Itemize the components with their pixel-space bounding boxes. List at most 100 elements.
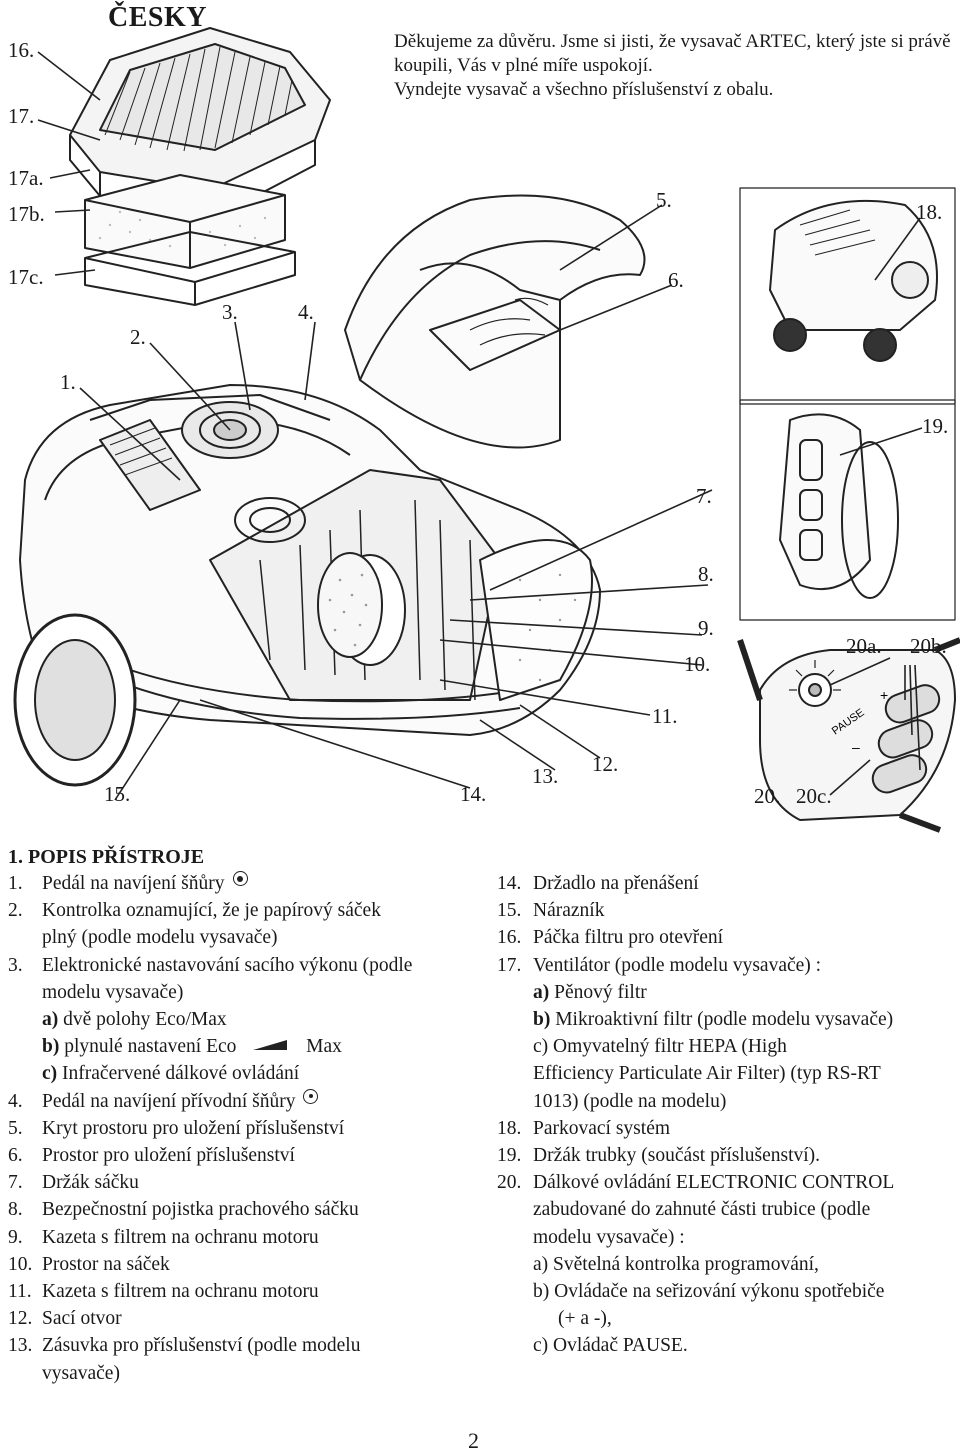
list-item-continuation: modelu vysavače): [42, 981, 184, 1003]
item-number: 12.: [8, 1308, 33, 1330]
list-item: 15. Nárazník: [497, 897, 957, 924]
ramp-icon: [253, 1040, 288, 1051]
subitem-text: plynulé nastavení Eco: [64, 1036, 237, 1058]
item-text: Sací otvor: [42, 1308, 122, 1330]
callout-20b: 20b.: [910, 634, 947, 658]
list-item: 14. Držadlo na přenášení: [497, 870, 957, 897]
item-text: Páčka filtru pro otevření: [533, 927, 724, 949]
item-number: 20.: [497, 1172, 522, 1194]
item-text: Bezpečnostní pojistka prachového sáčku: [42, 1199, 359, 1221]
item-text: Elektronické nastavování sacího výkonu (…: [42, 954, 413, 976]
list-item: 11. Kazeta s filtrem na ochranu motoru: [8, 1278, 478, 1305]
callout-7: 7.: [696, 484, 712, 508]
list-subitem: c) Omyvatelný filtr HEPA (High: [497, 1033, 957, 1060]
list-item: 18. Parkovací systém: [497, 1115, 957, 1142]
callout-5: 5.: [656, 188, 672, 212]
list-item-continuation: vysavače): [42, 1362, 120, 1384]
remote-plus-label: +: [880, 687, 888, 703]
list-item: 6. Prostor pro uložení příslušenství: [8, 1142, 478, 1169]
item-number: 16.: [497, 927, 522, 949]
callout-17c: 17c.: [8, 265, 44, 289]
intro-text: Děkujeme za důvěru. Jsme si jisti, že vy…: [394, 30, 951, 102]
item-number: 13.: [8, 1335, 33, 1357]
tube-holder-inset-box: [739, 399, 956, 621]
list-item: 12. Sací otvor: [8, 1305, 478, 1332]
callout-1: 1.: [60, 370, 76, 394]
callout-10: 10.: [684, 652, 711, 676]
item-number: 8.: [8, 1199, 23, 1221]
item-number: 14.: [497, 873, 522, 894]
callout-8: 8.: [698, 562, 714, 586]
list-item: 8. Bezpečnostní pojistka prachového sáčk…: [8, 1196, 478, 1223]
callout-11: 11.: [652, 704, 678, 728]
callout-9: 9.: [698, 616, 714, 640]
list-subitem: c) Infračervené dálkové ovládání: [8, 1060, 478, 1087]
item-number: 2.: [8, 900, 23, 922]
item-text: Kazeta s filtrem na ochranu motoru: [42, 1226, 319, 1248]
list-item: 9. Kazeta s filtrem na ochranu motoru: [8, 1224, 478, 1251]
callout-2: 2.: [130, 325, 146, 349]
list-item-continuation: zabudované do zahnuté části trubice (pod…: [533, 1199, 871, 1221]
list-subitem: a) Světelná kontrolka programování,: [497, 1251, 957, 1278]
callout-3: 3.: [222, 300, 238, 324]
item-number: 17.: [497, 954, 522, 976]
subitem-text: Pěnový filtr: [554, 981, 647, 1003]
list-item: 4. Pedál na navíjení přívodní šňůry: [8, 1088, 478, 1115]
list-item: 17. Ventilátor (podle modelu vysavače) :: [497, 952, 957, 979]
subitem-text: dvě polohy Eco/Max: [63, 1009, 227, 1031]
subitem-letter: a): [533, 981, 550, 1003]
parts-list-left: 1. Pedál na navíjení šňůry 2. Kontrolka …: [8, 870, 478, 1387]
list-item: 13. Zásuvka pro příslušenství (podle mod…: [8, 1332, 478, 1359]
list-item-continuation: (+ a -),: [558, 1308, 612, 1330]
list-item: 2. Kontrolka oznamující, že je papírový …: [8, 897, 478, 924]
callout-14: 14.: [460, 782, 487, 806]
item-number: 5.: [8, 1117, 23, 1139]
parking-inset-box: [739, 187, 956, 405]
list-item: 10. Prostor na sáček: [8, 1251, 478, 1278]
item-number: 9.: [8, 1226, 23, 1248]
intro-line: koupili, Vás v plné míře uspokojí.: [394, 55, 653, 76]
item-text: Prostor na sáček: [42, 1253, 170, 1275]
callout-12: 12.: [592, 752, 619, 776]
parts-list-right: 14. Držadlo na přenášení 15. Nárazník 16…: [497, 870, 957, 1360]
list-item-continuation: plný (podle modelu vysavače): [42, 927, 278, 949]
intro-line: Děkujeme za důvěru. Jsme si jisti, že vy…: [394, 31, 951, 52]
item-text: Pedál na navíjení přívodní šňůry: [42, 1090, 296, 1112]
language-heading: ČESKY: [108, 2, 207, 33]
item-number: 18.: [497, 1117, 522, 1139]
subitem-letter: c): [533, 1335, 549, 1357]
page-number: 2: [468, 1428, 479, 1453]
item-text: Pedál na navíjení šňůry: [42, 873, 225, 894]
callout-13: 13.: [532, 764, 559, 788]
list-subitem: b) Mikroaktivní filtr (podle modelu vysa…: [497, 1006, 957, 1033]
callout-19: 19.: [922, 414, 949, 438]
subitem-text: Infračervené dálkové ovládání: [62, 1063, 300, 1085]
list-subitem: b) plynulé nastavení Eco Max: [8, 1033, 478, 1060]
item-number: 3.: [8, 954, 23, 976]
list-subitem: b) Ovládače na seřizování výkonu spotřeb…: [497, 1278, 957, 1305]
list-item: 1. Pedál na navíjení šňůry: [8, 870, 478, 897]
callout-18: 18.: [916, 200, 943, 224]
subitem-letter: b): [533, 1281, 550, 1303]
subitem-text: Světelná kontrolka programování,: [553, 1253, 819, 1275]
callout-20a: 20a.: [846, 634, 882, 658]
item-text: Držák sáčku: [42, 1172, 139, 1194]
item-text: Držadlo na přenášení: [533, 873, 699, 894]
item-number: 7.: [8, 1172, 23, 1194]
item-text: Nárazník: [533, 900, 605, 922]
callout-20c: 20c.: [796, 784, 832, 808]
list-subitem: a) dvě polohy Eco/Max: [8, 1006, 478, 1033]
item-text: Kontrolka oznamující, že je papírový sáč…: [42, 900, 381, 922]
subitem-letter: a): [533, 1253, 549, 1275]
item-number: 19.: [497, 1145, 522, 1167]
list-item: 20. Dálkové ovládání ELECTRONIC CONTROL: [497, 1169, 957, 1196]
subitem-letter: b): [533, 1009, 551, 1031]
item-text: Kazeta s filtrem na ochranu motoru: [42, 1281, 319, 1303]
item-number: 1.: [8, 873, 23, 894]
subitem-text: Mikroaktivní filtr (podle modelu vysavač…: [555, 1009, 894, 1031]
item-text: Prostor pro uložení příslušenství: [42, 1145, 295, 1167]
callout-16: 16.: [8, 38, 35, 62]
item-text: Zásuvka pro příslušenství (podle modelu: [42, 1335, 361, 1357]
callout-4: 4.: [298, 300, 314, 324]
list-item: 16. Páčka filtru pro otevření: [497, 924, 957, 951]
